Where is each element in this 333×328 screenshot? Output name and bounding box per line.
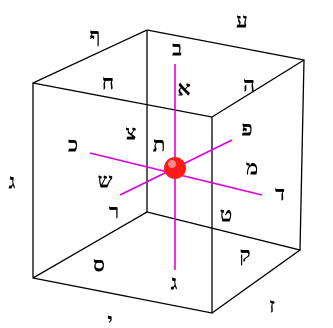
letter-bottom-right: ק — [239, 242, 250, 267]
letter-center-upper: ת — [153, 132, 166, 157]
letter-top-face-center: ב — [172, 36, 182, 61]
cube-edges — [32, 29, 305, 314]
cube-edge-bottom-left — [32, 211, 148, 279]
letter-front-left-lower: ש — [98, 168, 113, 193]
hebrew-letters: ע ף ב ח א ה כ צ ת פ מ ד ש ר ט ג ס ק ג ז … — [9, 8, 286, 328]
cube-edge-top-left — [32, 29, 148, 84]
letter-top-axis-end: א — [177, 76, 190, 101]
letter-upper-right-edge: ה — [243, 72, 255, 97]
letter-right-face-end: ד — [275, 181, 285, 206]
letter-front-left-low: ר — [109, 199, 119, 224]
cube-edge-bottom-right — [211, 249, 301, 314]
cube-edge-top-right — [211, 59, 305, 118]
letter-left-face: כ — [68, 132, 78, 157]
center-point — [164, 157, 186, 179]
letter-top-back-left-corner: ף — [90, 23, 101, 48]
letter-bottom-left-corner: ג — [9, 169, 16, 194]
letter-upper-left-edge: ח — [102, 70, 114, 95]
letter-lower-middle: ט — [220, 202, 233, 227]
letter-bottom-front-right-corner: ז — [269, 293, 275, 318]
center-point-highlight — [168, 160, 176, 168]
letter-bottom-left: ס — [93, 252, 105, 277]
letter-right-face-middle: מ — [246, 155, 258, 180]
cube-front-face-edges — [32, 82, 213, 314]
letter-bottom-center: ג — [171, 270, 178, 295]
letter-bottom-front-left-corner: י — [107, 308, 113, 328]
letter-center-left: צ — [125, 120, 136, 145]
letter-right-face-upper: פ — [241, 116, 252, 141]
letter-top-front-right-corner: ע — [236, 8, 248, 33]
